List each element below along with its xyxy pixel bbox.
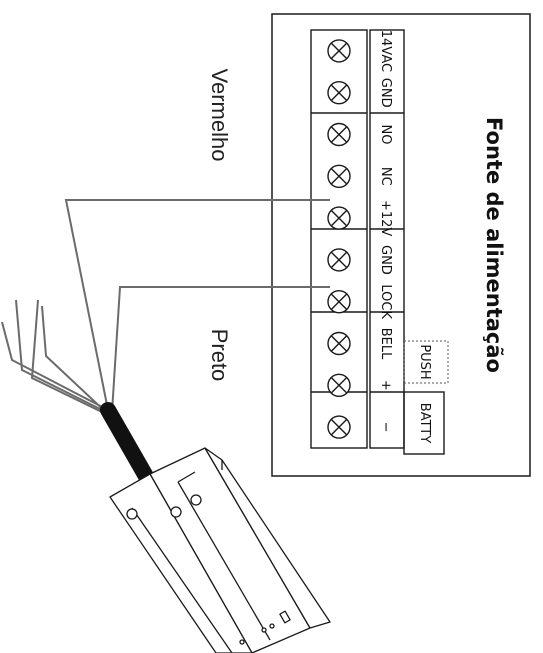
terminal-label: + (378, 380, 393, 391)
electric-lock (109, 447, 331, 653)
wires (64, 199, 330, 413)
loose-wires (1, 299, 111, 417)
terminal-label: NC (378, 167, 393, 186)
terminal-label: − (378, 422, 393, 433)
screw-terminal-icon (327, 331, 351, 356)
screw-terminal-icon (327, 164, 351, 189)
screw-terminal-icon (327, 39, 351, 63)
terminal-label: GND (378, 245, 393, 275)
power-supply-box (271, 13, 531, 477)
terminal-label-strip: 14VAC GND NO NC +12V GND LOCK BELL + − (369, 29, 405, 449)
terminal-label: +12V (378, 200, 393, 236)
red-wire (64, 199, 330, 411)
power-supply-title: Fonte de alimentação (482, 117, 506, 373)
screw-terminal-icon (327, 80, 351, 105)
screw-terminal-icon (327, 248, 351, 272)
batty-box (403, 391, 445, 455)
terminal-label: NO (378, 125, 393, 145)
push-label: PUSH (417, 344, 432, 379)
black-wire-label: Preto (207, 329, 232, 382)
push-box (403, 340, 449, 384)
screw-terminal-icon (327, 122, 351, 147)
terminal-label: LOCK (378, 284, 393, 319)
terminal-label: GND (378, 78, 393, 108)
screw-terminal-icon (327, 373, 351, 397)
terminal-block (310, 29, 368, 449)
red-wire-label: Vermelho (207, 69, 232, 162)
screw-terminal-icon (327, 290, 351, 314)
batty-label: BATTY (417, 403, 432, 443)
screw-terminal-icon (327, 415, 351, 439)
screw-terminal-icon (327, 206, 351, 230)
black-wire (111, 286, 330, 413)
terminal-label: 14VAC (378, 30, 393, 72)
terminal-label: BELL (378, 328, 393, 360)
